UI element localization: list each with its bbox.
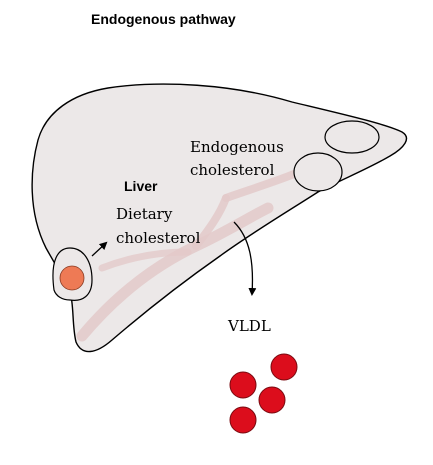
endogenous-cholesterol-label-line2: cholesterol [190,161,275,179]
vldl-particle [270,353,298,381]
liver-label: Liver [124,178,158,194]
remnant-cell [52,247,93,301]
dietary-arrow-icon [91,241,108,257]
endogenous-cholesterol-label-line1: Endogenous [190,138,284,156]
vldl-particle [229,406,257,434]
diagram-title: Endogenous pathway [91,11,236,27]
dietary-cholesterol-label-line2: cholesterol [116,229,201,247]
vldl-label: VLDL [227,317,271,335]
vldl-arrow-icon [233,221,257,296]
vldl-particle [258,386,286,414]
liver-cells [293,120,380,192]
vldl-particles [229,353,298,434]
vldl-particle [229,371,257,399]
dietary-cholesterol-label-line1: Dietary [116,205,173,223]
chylomicron-remnant-particle [59,265,85,291]
